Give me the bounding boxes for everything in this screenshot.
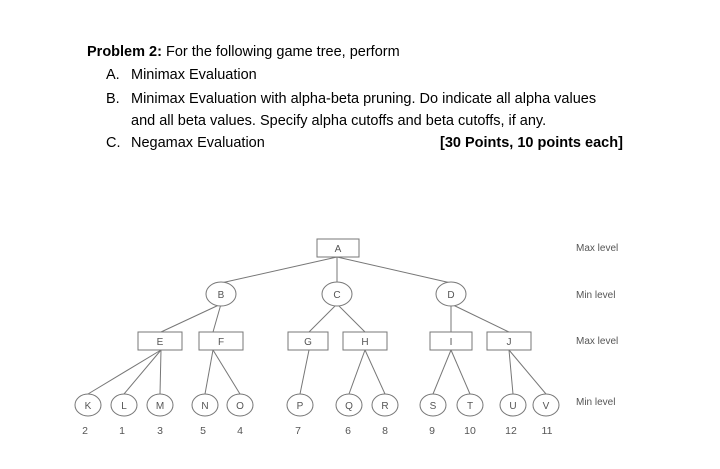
- leaf-r: R 8: [371, 393, 399, 437]
- item-c: C.: [106, 134, 121, 152]
- points-label: [30 Points, 10 points each]: [440, 135, 623, 151]
- item-a: A.: [106, 66, 120, 84]
- leaf-l: L 1: [110, 393, 138, 437]
- node-b-label: B: [218, 290, 225, 301]
- leaf-t-label: T: [467, 401, 473, 412]
- item-c-marker: C.: [106, 135, 121, 151]
- node-e: E: [137, 331, 183, 351]
- item-b-marker: B.: [106, 91, 120, 107]
- item-b: B.: [106, 90, 120, 108]
- leaf-t-value: 10: [464, 425, 476, 437]
- level-label-2: Max level: [576, 336, 618, 347]
- item-b-text-cont: and all beta values. Specify alpha cutof…: [131, 113, 547, 129]
- problem-statement: Problem 2: For the following game tree, …: [0, 0, 720, 160]
- node-j-label: J: [507, 337, 512, 348]
- node-i: I: [429, 331, 473, 351]
- node-c-label: C: [333, 290, 340, 301]
- leaf-q-label: Q: [345, 401, 353, 412]
- leaf-k-value: 2: [82, 425, 88, 437]
- node-d: D: [435, 281, 467, 307]
- node-f: F: [198, 331, 244, 351]
- leaf-n-value: 5: [200, 425, 206, 437]
- leaf-v-value: 11: [542, 425, 553, 437]
- item-b-text: Minimax Evaluation with alpha-beta pruni…: [131, 91, 597, 107]
- level-label-1: Min level: [576, 290, 615, 301]
- node-e-label: E: [157, 337, 164, 348]
- leaf-o-label: O: [236, 401, 244, 412]
- leaf-n-label: N: [201, 401, 208, 412]
- leaf-o-value: 4: [237, 425, 243, 437]
- item-a-text: Minimax Evaluation: [131, 67, 257, 83]
- leaf-q-value: 6: [345, 425, 351, 437]
- leaf-v: V 11: [532, 393, 560, 437]
- node-g: G: [287, 331, 329, 351]
- item-a-marker: A.: [106, 67, 120, 83]
- leaf-u: U 12: [499, 393, 527, 437]
- problem-intro: For the following game tree, perform: [165, 44, 400, 60]
- level-label-0: Max level: [576, 243, 618, 254]
- problem-intro-line: Problem 2: For the following game tree, …: [87, 43, 400, 61]
- leaf-v-label: V: [543, 401, 550, 412]
- node-g-label: G: [304, 337, 312, 348]
- leaf-m: M 3: [146, 393, 174, 437]
- leaf-r-label: R: [381, 401, 388, 412]
- leaf-m-value: 3: [157, 425, 163, 437]
- leaf-m-label: M: [156, 401, 164, 412]
- level-label-3: Min level: [576, 397, 615, 408]
- leaf-l-value: 1: [119, 425, 125, 437]
- item-c-text: Negamax Evaluation: [131, 135, 265, 151]
- node-a: A: [316, 238, 360, 258]
- leaf-s-value: 9: [429, 425, 435, 437]
- leaf-p-value: 7: [295, 425, 301, 437]
- leaf-k: K 2: [74, 393, 102, 437]
- leaf-s: S 9: [419, 393, 447, 437]
- node-d-label: D: [447, 290, 454, 301]
- leaf-l-label: L: [121, 401, 127, 412]
- leaf-n: N 5: [191, 393, 219, 437]
- node-i-label: I: [450, 337, 453, 348]
- node-h-label: H: [361, 337, 368, 348]
- leaf-u-label: U: [509, 401, 516, 412]
- leaf-p: P 7: [286, 393, 314, 437]
- leaf-t: T 10: [456, 393, 484, 437]
- node-a-label: A: [335, 244, 342, 255]
- leaf-u-value: 12: [505, 425, 517, 437]
- node-c: C: [321, 281, 353, 307]
- leaf-s-label: S: [430, 401, 437, 412]
- node-j: J: [486, 331, 532, 351]
- problem-heading: Problem 2:: [87, 44, 162, 60]
- node-f-label: F: [218, 337, 224, 348]
- tree-edges: [87, 256, 547, 395]
- node-b: B: [205, 281, 237, 307]
- leaf-o: O 4: [226, 393, 254, 437]
- leaf-k-label: K: [85, 401, 92, 412]
- leaf-r-value: 8: [382, 425, 388, 437]
- leaf-q: Q 6: [335, 393, 363, 437]
- node-h: H: [342, 331, 388, 351]
- leaf-p-label: P: [297, 401, 304, 412]
